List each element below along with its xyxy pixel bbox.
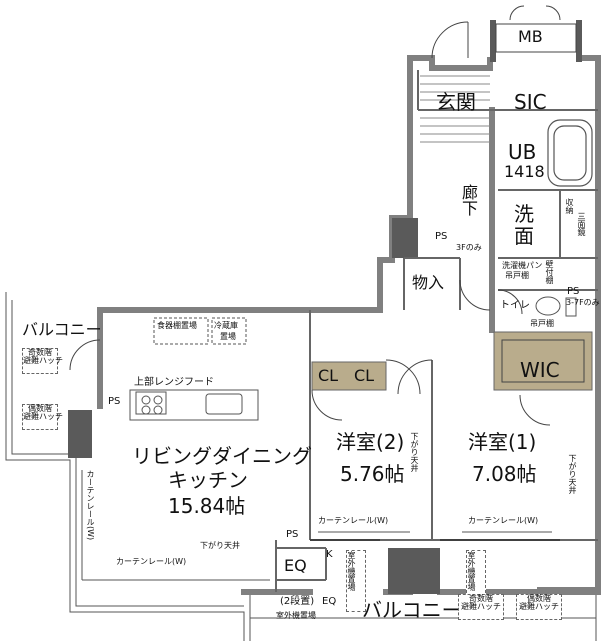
ub-size: 1418 — [504, 162, 545, 181]
curtain-ldk-v: カーテンレール(W) — [86, 470, 95, 541]
hanging-shelf: 吊戸棚 — [530, 319, 554, 328]
hatch-odd-left-2: 避難ハッチ — [23, 356, 63, 365]
monoire-label: 物入 — [412, 273, 445, 292]
ps-toilet-note: 3-7Fのみ — [566, 298, 600, 307]
curtain-r1: カーテンレール(W) — [468, 516, 539, 525]
hatch-even-left: 偶数階 避難ハッチ — [22, 404, 63, 430]
room-doors — [69, 279, 551, 426]
genkan-steps — [420, 75, 490, 143]
reizoko-label2: 置場 — [220, 332, 236, 341]
men-label: 面 — [514, 224, 534, 248]
youshitsu2-size: 5.76帖 — [340, 462, 405, 486]
hatch-odd-left: 奇数階 避難ハッチ — [22, 348, 63, 374]
bathtub — [547, 119, 593, 187]
outdoor-unit-2: 室外機置場 — [466, 550, 486, 608]
ub-label: UB — [508, 140, 537, 164]
wash-shelf: 洗濯機パン — [502, 261, 543, 270]
sic-label: SIC — [514, 90, 547, 114]
ldk-label-1: リビングダイニング — [132, 444, 312, 468]
balcony-bottom-label: バルコニー — [362, 598, 462, 622]
toilet-label: トイレ — [500, 300, 530, 311]
sagari-ldk: 下がり天井 — [200, 541, 240, 550]
mirror-label: 三面鏡 — [577, 212, 586, 236]
outdoor-unit-2-text: 室外機置場 — [467, 551, 476, 591]
hatch-odd-left-1: 奇数階 — [28, 348, 52, 357]
genkan-label: 玄関 — [436, 90, 476, 114]
wash-shelf2: 吊戸棚 — [505, 271, 529, 280]
toilet-fixture — [535, 296, 577, 317]
cl-area — [311, 361, 387, 391]
wic-inner — [501, 339, 585, 383]
hatch-even-left-2: 避難ハッチ — [23, 412, 63, 421]
ps-bottom: PS — [286, 529, 299, 540]
youshitsu1-size: 7.08帖 — [472, 462, 537, 486]
reizoko-label: 冷蔵庫 — [214, 321, 238, 330]
curtain-r2: カーテンレール(W) — [318, 516, 389, 525]
shuno-label: 収納 — [565, 198, 574, 214]
eq-box-label: EQ — [284, 556, 307, 575]
ps-top-note: 3Fのみ — [456, 243, 482, 252]
ps-toilet: PS — [567, 286, 580, 297]
outdoor-unit-1: 室外機置場 — [346, 550, 366, 612]
hatch-even-bottom: 偶数階 避難ハッチ — [516, 594, 562, 620]
ps-top: PS — [435, 231, 448, 242]
k-mark: K — [326, 549, 333, 560]
sagari-r1: 下がり天井 — [568, 454, 577, 494]
hatch-odd-bottom-2: 避難ハッチ — [461, 602, 501, 611]
hatch-even-left-1: 偶数階 — [28, 404, 52, 413]
nidan-label: (2段置) — [280, 596, 315, 607]
hatch-odd-bottom: 奇数階 避難ハッチ — [458, 594, 504, 620]
ps-ldk: PS — [108, 396, 121, 407]
outdoor-unit-h: 室外機置場 — [276, 611, 316, 620]
eq-label: EQ — [322, 596, 337, 607]
cl1-label: CL — [318, 366, 339, 385]
curtain-rails — [81, 470, 552, 581]
interior-walls — [275, 70, 598, 592]
sen-label: 洗 — [514, 202, 534, 226]
front-door — [431, 21, 469, 59]
cl2-label: CL — [354, 366, 375, 385]
kitchen-counter — [129, 317, 259, 421]
wic-area — [493, 331, 593, 391]
sagari-r2: 下がり天井 — [410, 432, 419, 472]
mb-doors — [495, 5, 577, 53]
outdoor-unit-1-text: 室外機置場 — [347, 551, 356, 591]
mb-label: MB — [518, 27, 543, 46]
wic-label: WIC — [520, 358, 560, 382]
rangehood-label: 上部レンジフード — [134, 377, 214, 388]
rouka-label: 廊下 — [459, 184, 478, 216]
wall-shelf: 壁付棚 — [545, 260, 554, 284]
youshitsu2-label: 洋室(2) — [336, 430, 405, 454]
curtain-ldk-h: カーテンレール(W) — [116, 557, 187, 566]
youshitsu1-label: 洋室(1) — [468, 430, 537, 454]
balcony-left-label: バルコニー — [22, 320, 102, 339]
hatch-even-bottom-1: 偶数階 — [527, 594, 551, 603]
ldk-label-2: キッチン — [168, 468, 248, 492]
ldk-size: 15.84帖 — [168, 494, 246, 518]
structural-columns — [68, 20, 582, 594]
hatch-odd-bottom-1: 奇数階 — [469, 594, 493, 603]
shokki-label: 食器棚置場 — [157, 321, 197, 330]
hatch-even-bottom-2: 避難ハッチ — [519, 602, 559, 611]
